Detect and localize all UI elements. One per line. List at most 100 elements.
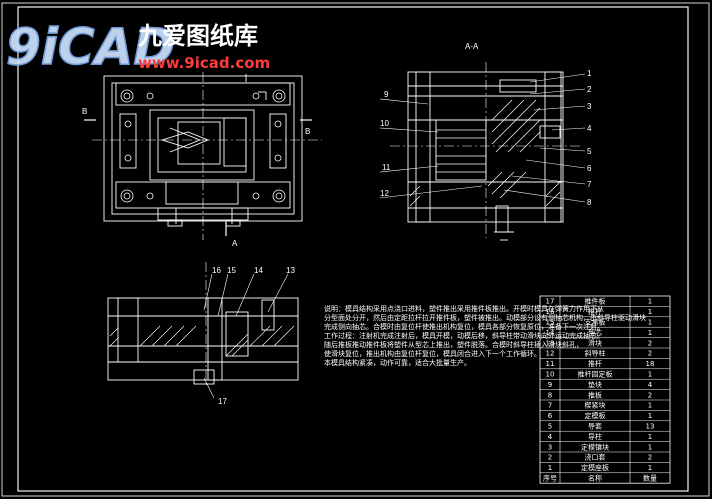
bom-cell-no: 15 <box>546 318 555 326</box>
callouts-right: 1 2 3 4 5 6 7 8 <box>587 69 592 207</box>
watermark-brand: 九爱图纸库 <box>137 22 258 50</box>
section-mark-a: A <box>232 239 238 248</box>
callout-3: 3 <box>587 102 592 111</box>
bom-cell-no: 3 <box>548 443 552 451</box>
bom-cell-qty: 1 <box>648 329 652 337</box>
bom-cell-name: 定模座板 <box>581 463 609 472</box>
bom-cell-qty: 1 <box>648 318 652 326</box>
bom-cell-qty: 1 <box>648 464 652 472</box>
callout-10: 10 <box>380 119 389 128</box>
site-watermark: 9iCAD 九爱图纸库 www.9icad.com <box>5 17 270 77</box>
inner-frame <box>17 6 689 492</box>
section-mark-b-left: B <box>82 107 87 116</box>
bom-cell-qty: 2 <box>648 454 652 462</box>
bom-cell-name: 定模镶块 <box>581 442 609 451</box>
callout-leaders-right <box>503 73 586 203</box>
bom-cell-no: 6 <box>548 412 553 420</box>
bottom-hatch <box>109 325 295 357</box>
bom-cell-name: 浇口套 <box>585 453 606 462</box>
section-springs <box>436 129 486 173</box>
note-line: 使滑块复位，推出机构由复位杆复位，模具闭合进入下一个工作循环。 <box>324 349 541 358</box>
bom-cell-name: 定模板 <box>585 411 606 420</box>
callout-6: 6 <box>587 164 592 173</box>
bom-cell-qty: 13 <box>646 422 655 430</box>
callout-2: 2 <box>587 85 592 94</box>
callout-8: 8 <box>587 198 592 207</box>
bom-cell-qty: 1 <box>648 412 652 420</box>
bom-cell-no: 16 <box>546 308 555 316</box>
bom-cell-no: 5 <box>548 422 552 430</box>
bom-cell-qty: 18 <box>646 360 655 368</box>
bom-cell-no: 17 <box>546 298 555 306</box>
callout-7: 7 <box>587 180 592 189</box>
top-view <box>92 72 322 240</box>
callout-14: 14 <box>254 266 263 275</box>
section-marks: B B A <box>82 107 312 248</box>
bom-cell-name: 导套 <box>588 421 602 430</box>
bom-cell-name: 推杆固定板 <box>578 369 613 378</box>
bom-cell-name: 型芯 <box>588 328 602 337</box>
callout-5: 5 <box>587 147 592 156</box>
bom-cell-name: 支承板 <box>585 317 606 326</box>
bom-cell-no: 1 <box>548 464 552 472</box>
callout-16: 16 <box>212 266 221 275</box>
bom-cell-qty: 1 <box>648 433 652 441</box>
bom-cell-name: 斜导柱 <box>585 349 606 358</box>
bom-cell-no: 14 <box>546 329 555 337</box>
callout-leaders-bottom <box>203 273 289 399</box>
bom-header-no: 序号 <box>543 473 557 482</box>
bom-cell-no: 7 <box>548 402 552 410</box>
note-line: 说明：模具结构采用点浇口进料，塑件推出采用推件板推出。开模时模具在弹簧力作用下从 <box>324 304 604 313</box>
callout-4: 4 <box>587 124 592 133</box>
bom-cell-no: 8 <box>548 391 552 399</box>
note-line: 随后推板推动推件板将塑件从型芯上推出，塑件脱落。合模时斜导柱插入滑块斜孔， <box>324 340 583 349</box>
bom-cell-name: 垫块 <box>588 380 602 389</box>
note-line: 完成侧向抽芯。合模时由复位杆使推出机构复位，模具各部分恢复原位，准备下一次注射。 <box>324 322 604 331</box>
bom-cell-no: 13 <box>546 339 555 347</box>
bom-cell-name: 推杆 <box>588 359 602 368</box>
technical-notes: 说明：模具结构采用点浇口进料，塑件推出采用推件板推出。开模时模具在弹簧力作用下从… <box>324 304 646 367</box>
note-line: 本模具结构紧凑，动作可靠，适合大批量生产。 <box>324 358 471 367</box>
bom-cell-qty: 1 <box>648 308 652 316</box>
section-view <box>390 62 580 241</box>
top-view-bolts <box>120 89 286 203</box>
section-mark-b-right: B <box>305 127 310 136</box>
callout-12: 12 <box>380 189 389 198</box>
bom-cell-qty: 1 <box>648 402 652 410</box>
bom-cell-qty: 1 <box>648 443 652 451</box>
bom-cell-name: 推杆 <box>588 307 602 316</box>
callout-15: 15 <box>227 266 236 275</box>
bom-header-qty: 数量 <box>643 473 657 482</box>
section-title: A-A <box>465 42 479 51</box>
note-line: 工作过程：注射机完成注射后，模具开模，动模后移，斜导柱带动滑块向外运动完成抽芯。 <box>324 331 604 340</box>
callout-leaders-left <box>379 98 483 199</box>
bom-cell-qty: 1 <box>648 298 652 306</box>
callouts-bottom: 16 15 14 13 17 <box>212 266 295 406</box>
watermark-logo: 9iCAD <box>6 18 175 76</box>
bom-cell-qty: 2 <box>648 350 652 358</box>
callout-11: 11 <box>382 163 391 172</box>
bom-cell-no: 2 <box>548 454 552 462</box>
bom-cell-name: 导柱 <box>588 432 602 441</box>
callouts-left: 9 10 11 12 <box>380 90 391 198</box>
bom-header-name: 名称 <box>588 473 602 482</box>
callout-13: 13 <box>286 266 295 275</box>
section-hatch <box>409 99 561 207</box>
bom-cell-no: 4 <box>548 433 553 441</box>
bom-cell-no: 9 <box>548 381 552 389</box>
bom-cell-qty: 1 <box>648 370 652 378</box>
note-line: 分型面处分开，然后由定距拉杆拉开推件板，塑件被推出。动模部分设有侧抽芯机构，由斜… <box>324 313 646 322</box>
bottom-section <box>107 262 299 388</box>
bom-cell-name: 推板 <box>588 390 602 399</box>
bom-cell-qty: 2 <box>648 391 652 399</box>
callout-9: 9 <box>384 90 389 99</box>
bom-cell-no: 12 <box>546 350 555 358</box>
bom-cell-qty: 2 <box>648 339 652 347</box>
bom-cell-no: 10 <box>546 370 555 378</box>
bom-cell-name: 楔紧块 <box>585 401 606 410</box>
callout-1: 1 <box>587 69 592 78</box>
bom-cell-name: 滑块 <box>588 338 602 347</box>
bom-cell-no: 11 <box>546 360 555 368</box>
